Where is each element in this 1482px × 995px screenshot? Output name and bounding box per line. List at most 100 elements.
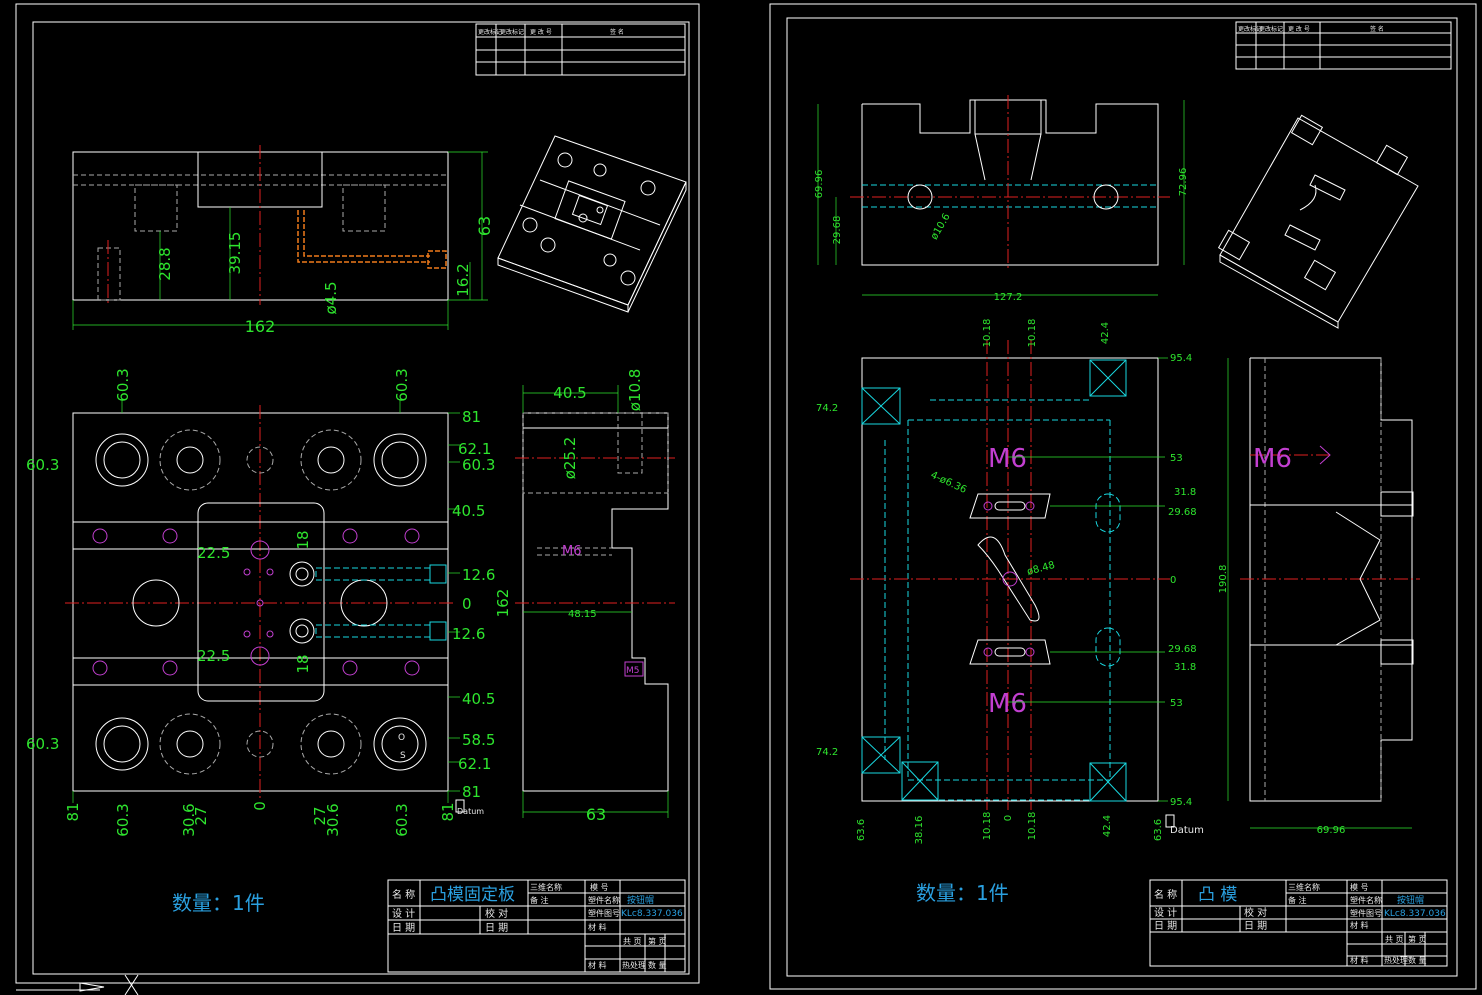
svg-text:备 注: 备 注 xyxy=(1288,895,1307,905)
dim-b63-6: 63.6 xyxy=(856,819,867,841)
svg-text:设 计: 设 计 xyxy=(392,907,415,920)
svg-text:三维名称: 三维名称 xyxy=(530,882,562,892)
punch-iso-view xyxy=(1217,114,1419,329)
dim-r62-1: 62.1 xyxy=(458,440,491,458)
punch-plan-view: M6 M6 10.18 10.18 42.4 95.4 53 31.8 29.6… xyxy=(816,319,1204,845)
dim-b0: 0 xyxy=(251,801,269,811)
svg-text:名 称: 名 称 xyxy=(1154,888,1177,901)
dim-63: 63 xyxy=(475,216,494,236)
dim-b42-4: 42.4 xyxy=(1102,815,1113,837)
dim-22-5b: 22.5 xyxy=(197,647,230,665)
svg-text:第 页: 第 页 xyxy=(648,936,667,946)
quantity-label: 数量：1件 xyxy=(172,891,265,915)
svg-text:材 料: 材 料 xyxy=(1350,920,1369,930)
datum-label-right: Datum xyxy=(1170,825,1204,836)
svg-text:第 页: 第 页 xyxy=(1408,934,1427,944)
dim-r81b: 81 xyxy=(462,783,481,801)
dim-r31-8b: 31.8 xyxy=(1174,662,1196,673)
svg-text:校 对: 校 对 xyxy=(1244,906,1267,919)
svg-text:塑件名称: 塑件名称 xyxy=(588,895,620,905)
dim-r62-1b: 62.1 xyxy=(458,755,491,773)
revision-table-right: 更改标记 更改标记 更 改 号 签 名 xyxy=(1235,21,1452,70)
plate-side-view: 40.5 ø10.8 ø25.2 M6 48.15 162 63 M5 Datu… xyxy=(455,369,675,824)
sheet-border-right xyxy=(769,3,1477,990)
dim-18a: 18 xyxy=(294,530,312,549)
svg-text:日 期: 日 期 xyxy=(485,922,508,934)
svg-text:日 期: 日 期 xyxy=(1154,920,1177,932)
dim-28-8: 28.8 xyxy=(156,247,174,280)
dim-r0: 0 xyxy=(1170,575,1176,586)
svg-text:S: S xyxy=(400,751,406,761)
dim-190-8: 190.8 xyxy=(1218,565,1229,594)
thread-m5: M5 xyxy=(626,666,640,676)
dim-b30-6b: 30.6 xyxy=(324,803,342,836)
svg-text:数 量: 数 量 xyxy=(648,960,667,970)
svg-text:材 料: 材 料 xyxy=(588,922,607,932)
svg-text:塑件图号: 塑件图号 xyxy=(588,908,620,918)
arrow-icon xyxy=(79,982,105,992)
svg-text:塑件图号: 塑件图号 xyxy=(1350,908,1382,918)
thread-m6-top: M6 xyxy=(988,444,1027,474)
dim-b10-18b: 10.18 xyxy=(1027,812,1038,841)
dim-16-2: 16.2 xyxy=(454,263,472,296)
dim-b81: 81 xyxy=(64,802,82,821)
dim-r29-68: 29.68 xyxy=(1168,507,1197,518)
svg-text:更改标记: 更改标记 xyxy=(1259,25,1283,33)
dim-r12-6b: 12.6 xyxy=(452,625,485,643)
dim-b0: 0 xyxy=(1003,815,1014,821)
plate-plan-view: OS 60.3 60.3 60.3 60.3 81 62.1 60.3 40.5… xyxy=(26,368,495,836)
sheet-border xyxy=(15,3,700,984)
rev-col-4: 签 名 xyxy=(610,28,624,36)
plate-front-view: 162 63 28.8 39.15 ø4.5 16.2 xyxy=(72,145,494,336)
rev-col-1: 更改标记 xyxy=(478,28,502,36)
dim-b30-6: 30.6 xyxy=(180,803,198,836)
dim-t10-18a: 10.18 xyxy=(982,319,993,348)
plate-iso-view xyxy=(497,135,687,313)
sheet-frame xyxy=(32,21,690,975)
dim-s162: 162 xyxy=(494,589,512,618)
dim-d10-6: ø10.6 xyxy=(929,212,953,242)
svg-text:共 页: 共 页 xyxy=(623,937,642,946)
dim-r12-6: 12.6 xyxy=(462,566,495,584)
sheet-frame-right xyxy=(786,17,1458,977)
dim-72-96: 72.96 xyxy=(1178,168,1189,197)
dim-69-96: 69.96 xyxy=(814,170,825,199)
drawing-title: 凸模固定板 xyxy=(430,885,515,905)
sheet-right: 更改标记 更改标记 更 改 号 签 名 69.96 29.68 ø10.6 12… xyxy=(769,3,1477,990)
dim-18b: 18 xyxy=(294,654,312,673)
title-block-right: 名 称 凸 模 三维名称 备 注 模 号 塑件名称 按钮帽 塑件图号 KLc8.… xyxy=(1149,879,1448,967)
dim-127-2: 127.2 xyxy=(994,292,1023,303)
thread-m6: M6 xyxy=(562,544,582,559)
dim-r58-5: 58.5 xyxy=(462,731,495,749)
svg-text:热处理: 热处理 xyxy=(1384,955,1408,965)
thread-m6-bottom: M6 xyxy=(988,689,1027,719)
dim-b10-18: 10.18 xyxy=(982,812,993,841)
dim-60-3-h1: 60.3 xyxy=(26,456,59,474)
rev-col-3: 更 改 号 xyxy=(530,28,552,36)
svg-text:共 页: 共 页 xyxy=(1385,935,1404,944)
dim-b27b: 27 xyxy=(311,806,329,825)
dim-s63: 63 xyxy=(586,805,606,824)
dim-r53b: 53 xyxy=(1170,698,1183,709)
product-name-right: 按钮帽 xyxy=(1397,894,1424,906)
dim-s48-15: 48.15 xyxy=(568,609,597,620)
svg-text:塑件名称: 塑件名称 xyxy=(1350,895,1382,905)
svg-text:签 名: 签 名 xyxy=(1370,25,1384,33)
dim-60-3-v1: 60.3 xyxy=(114,368,132,401)
punch-side-view: M6 190.8 69.96 xyxy=(1218,357,1420,836)
title-block: 名 称 凸模固定板 三维名称 备 注 模 号 塑件名称 按钮帽 塑件图号 KLc… xyxy=(387,879,686,973)
svg-text:备 注: 备 注 xyxy=(530,895,549,905)
dim-r40-5: 40.5 xyxy=(452,502,485,520)
svg-text:更改标记: 更改标记 xyxy=(1238,25,1262,33)
revision-table: 更改标记 更改标记 更 改 号 签 名 xyxy=(475,23,686,76)
dim-l74-2b: 74.2 xyxy=(816,747,838,758)
dim-b60-3: 60.3 xyxy=(114,803,132,836)
dim-d4-5: ø4.5 xyxy=(322,281,340,314)
dim-t10-18b: 10.18 xyxy=(1027,319,1038,348)
sheet-left: 更改标记 更改标记 更 改 号 签 名 162 63 28.8 39.15 ø4… xyxy=(15,3,700,995)
svg-text:日 期: 日 期 xyxy=(1244,920,1267,932)
dim-s40-5: 40.5 xyxy=(553,384,586,402)
dim-69-96-side: 69.96 xyxy=(1317,825,1346,836)
drawing-title-right: 凸 模 xyxy=(1198,885,1237,905)
